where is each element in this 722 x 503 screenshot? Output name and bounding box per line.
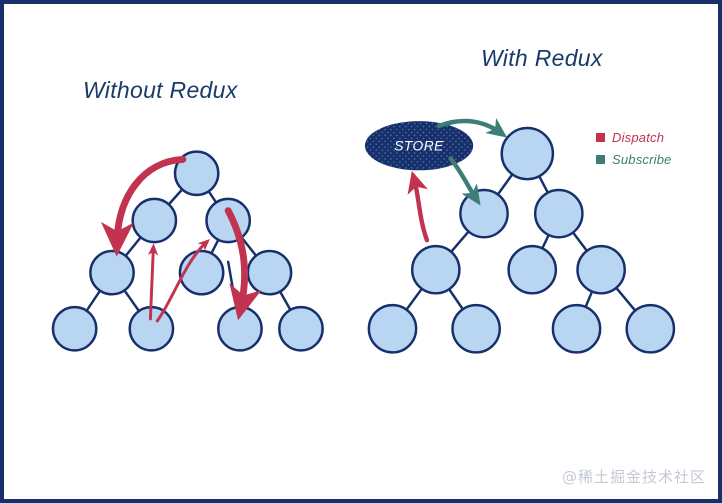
tree-node[interactable] — [131, 197, 178, 244]
tree-node[interactable] — [576, 244, 626, 295]
title-without-redux: Without Redux — [83, 77, 238, 103]
dispatch-arrow-mid-to-leaf — [224, 207, 262, 321]
subscribe-arrows — [436, 118, 508, 206]
subscribe-swatch-icon — [596, 154, 605, 164]
tree-node[interactable] — [367, 303, 418, 354]
legend: Dispatch Subscribe — [596, 126, 672, 170]
redux-comparison-svg: STORE — [51, 118, 676, 354]
left-tree-nodes — [51, 150, 324, 352]
tree-node[interactable] — [89, 249, 135, 296]
tree-node[interactable] — [205, 197, 252, 244]
subscribe-arrow-to-child — [448, 156, 481, 206]
tree-node[interactable] — [217, 305, 263, 352]
tree-node[interactable] — [507, 244, 558, 295]
left-flow-arrows — [100, 156, 262, 323]
store-ellipse — [364, 121, 474, 171]
legend-item-subscribe: Subscribe — [596, 148, 672, 170]
tree-node[interactable] — [178, 249, 225, 296]
tree-node[interactable] — [459, 188, 509, 239]
dispatch-arrow-leaf-to-right-mid — [155, 239, 210, 323]
tree-node[interactable] — [51, 305, 98, 352]
tree-node[interactable] — [173, 150, 220, 197]
store-label: STORE — [394, 139, 444, 154]
legend-item-dispatch: Dispatch — [596, 126, 672, 148]
dispatch-swatch-icon — [596, 132, 605, 142]
dispatch-arrow-to-store — [407, 170, 430, 243]
legend-label-dispatch: Dispatch — [612, 129, 665, 145]
dispatch-arrow-root-to-left — [100, 156, 187, 257]
right-flow-arrows — [407, 170, 430, 243]
tree-node[interactable] — [625, 303, 676, 354]
subscribe-arrow-to-root — [436, 118, 508, 138]
store-node[interactable]: STORE — [364, 121, 474, 171]
tree-node[interactable] — [451, 303, 501, 354]
title-with-redux: With Redux — [481, 45, 603, 71]
right-tree-links — [391, 152, 652, 330]
dispatch-arrow-leaf-to-mid — [147, 243, 159, 321]
tree-node[interactable] — [246, 249, 293, 296]
right-tree-nodes — [367, 126, 676, 354]
tree-node[interactable] — [500, 126, 555, 181]
tree-node[interactable] — [278, 305, 324, 352]
legend-label-subscribe: Subscribe — [612, 151, 672, 167]
tree-node[interactable] — [410, 244, 461, 295]
watermark: @稀土掘金技术社区 — [561, 468, 706, 486]
tree-node[interactable] — [551, 303, 602, 354]
tree-node[interactable] — [533, 188, 584, 239]
